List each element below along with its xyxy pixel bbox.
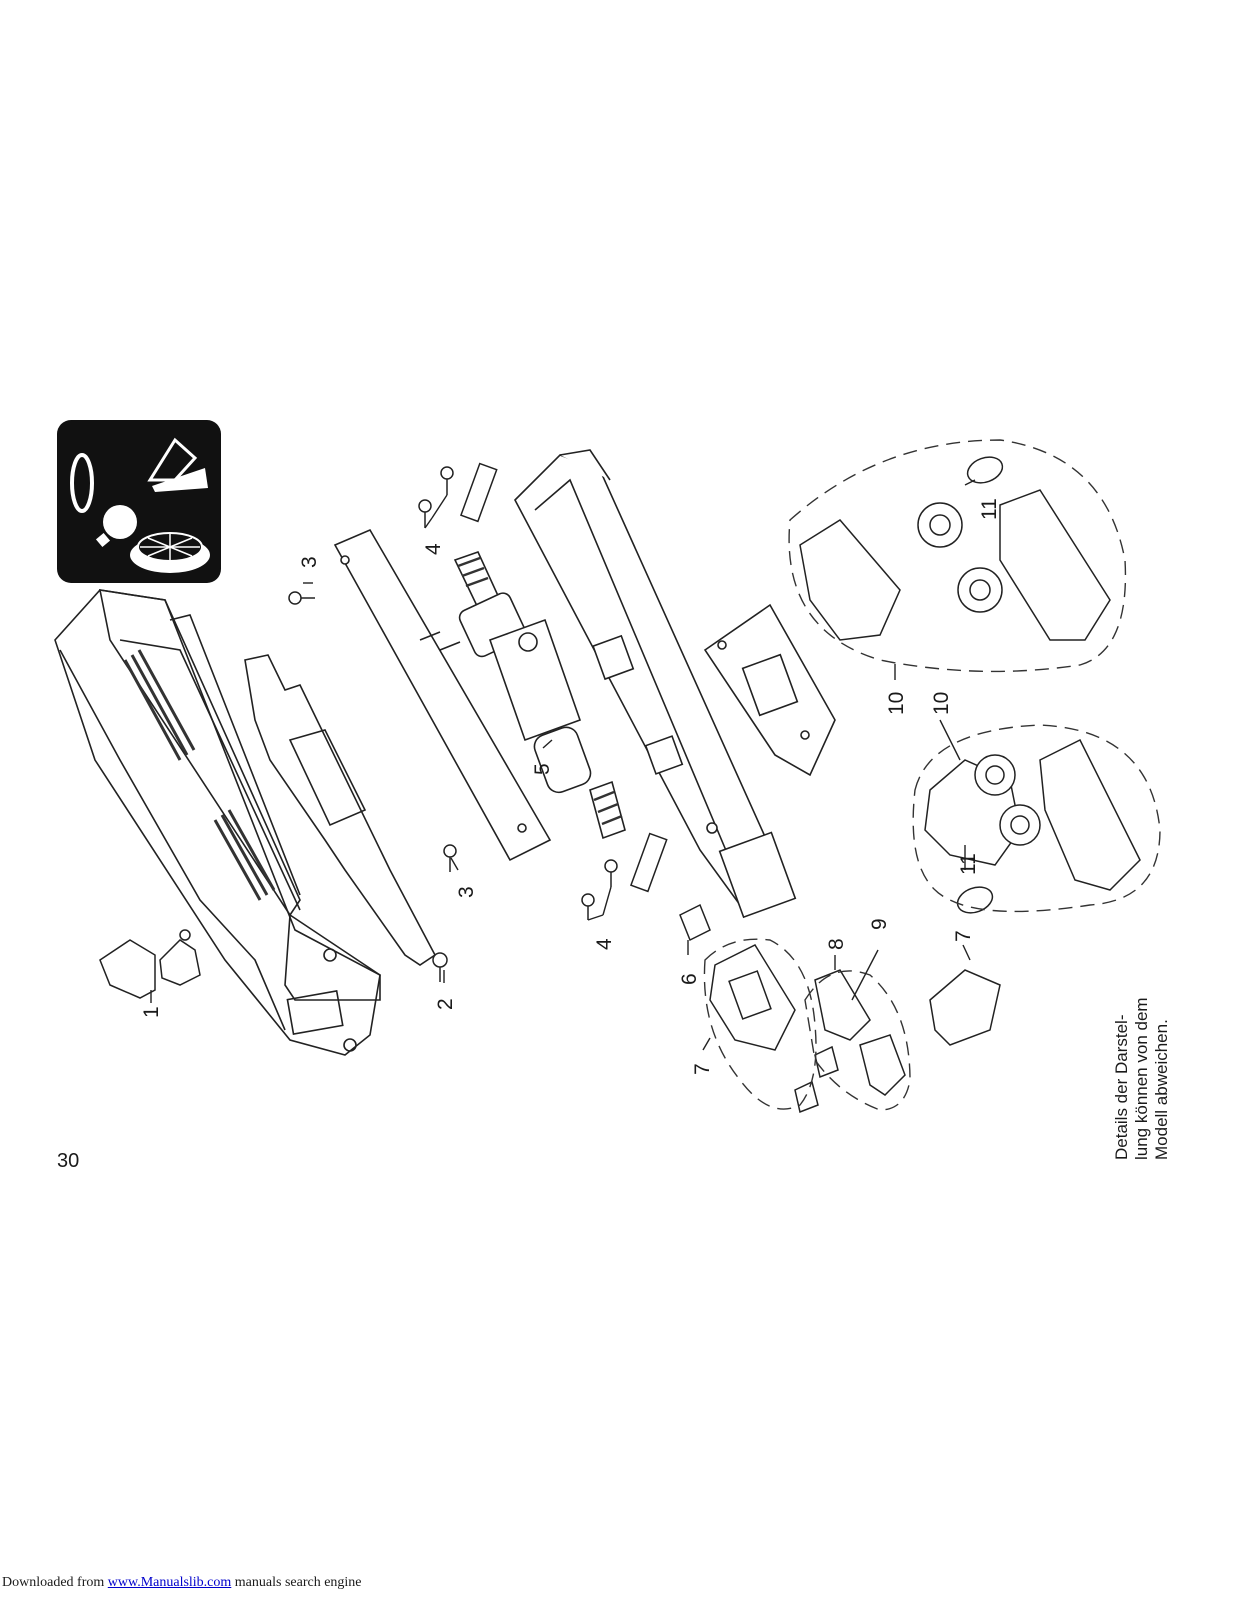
page-number: 30 bbox=[57, 1150, 80, 1172]
loco-body-shell bbox=[54, 589, 381, 1056]
disclaimer-note: Details der Darstel- lung können von dem… bbox=[1112, 997, 1172, 1160]
callout-10-lower: 10 bbox=[930, 692, 953, 715]
upper-bogie bbox=[799, 456, 1111, 641]
weight-plate bbox=[703, 603, 836, 777]
callout-9: 9 bbox=[868, 918, 891, 930]
callout-11-lower: 11 bbox=[957, 853, 980, 875]
note-line-2: lung können von dem bbox=[1132, 997, 1151, 1160]
manualslib-link[interactable]: www.Manualslib.com bbox=[107, 1575, 232, 1590]
lower-bogie bbox=[924, 738, 1141, 914]
callout-2: 2 bbox=[434, 998, 457, 1010]
part-1-brackets bbox=[99, 929, 201, 999]
callout-4-lower: 4 bbox=[593, 938, 616, 950]
part-7-frame bbox=[709, 944, 1001, 1051]
note-line-3: Modell abweichen. bbox=[1152, 1019, 1171, 1160]
callout-8: 8 bbox=[825, 938, 848, 950]
callout-3-upper: 3 bbox=[298, 556, 321, 568]
callout-1: 1 bbox=[140, 1006, 163, 1018]
gasket-frame bbox=[244, 654, 437, 966]
callout-7-left: 7 bbox=[691, 1063, 714, 1075]
footer: Downloaded from www.Manualslib.com manua… bbox=[2, 1575, 362, 1591]
footer-suffix: manuals search engine bbox=[231, 1575, 362, 1590]
callout-3-lower: 3 bbox=[455, 886, 478, 898]
callout-4-upper: 4 bbox=[422, 543, 445, 555]
chassis-frame bbox=[514, 449, 797, 919]
part-6-clip bbox=[679, 903, 711, 942]
part-8-9-assembly bbox=[794, 969, 906, 1114]
callout-7-right: 7 bbox=[952, 930, 975, 942]
callout-10-upper: 10 bbox=[885, 692, 908, 715]
callout-5: 5 bbox=[531, 763, 554, 775]
note-line-1: Details der Darstel- bbox=[1112, 1014, 1131, 1161]
callout-labels: 1 2 3 3 4 4 5 6 7 7 8 9 10 10 11 11 bbox=[140, 498, 1001, 1075]
footer-prefix: Downloaded from bbox=[2, 1575, 108, 1590]
callout-6: 6 bbox=[678, 973, 701, 985]
screws bbox=[288, 462, 668, 982]
circuit-board bbox=[333, 528, 552, 862]
callout-11-upper: 11 bbox=[978, 498, 1001, 520]
service-parts-icon bbox=[57, 420, 221, 583]
leader-lines bbox=[150, 479, 976, 1051]
group-outlines bbox=[703, 439, 1161, 1111]
